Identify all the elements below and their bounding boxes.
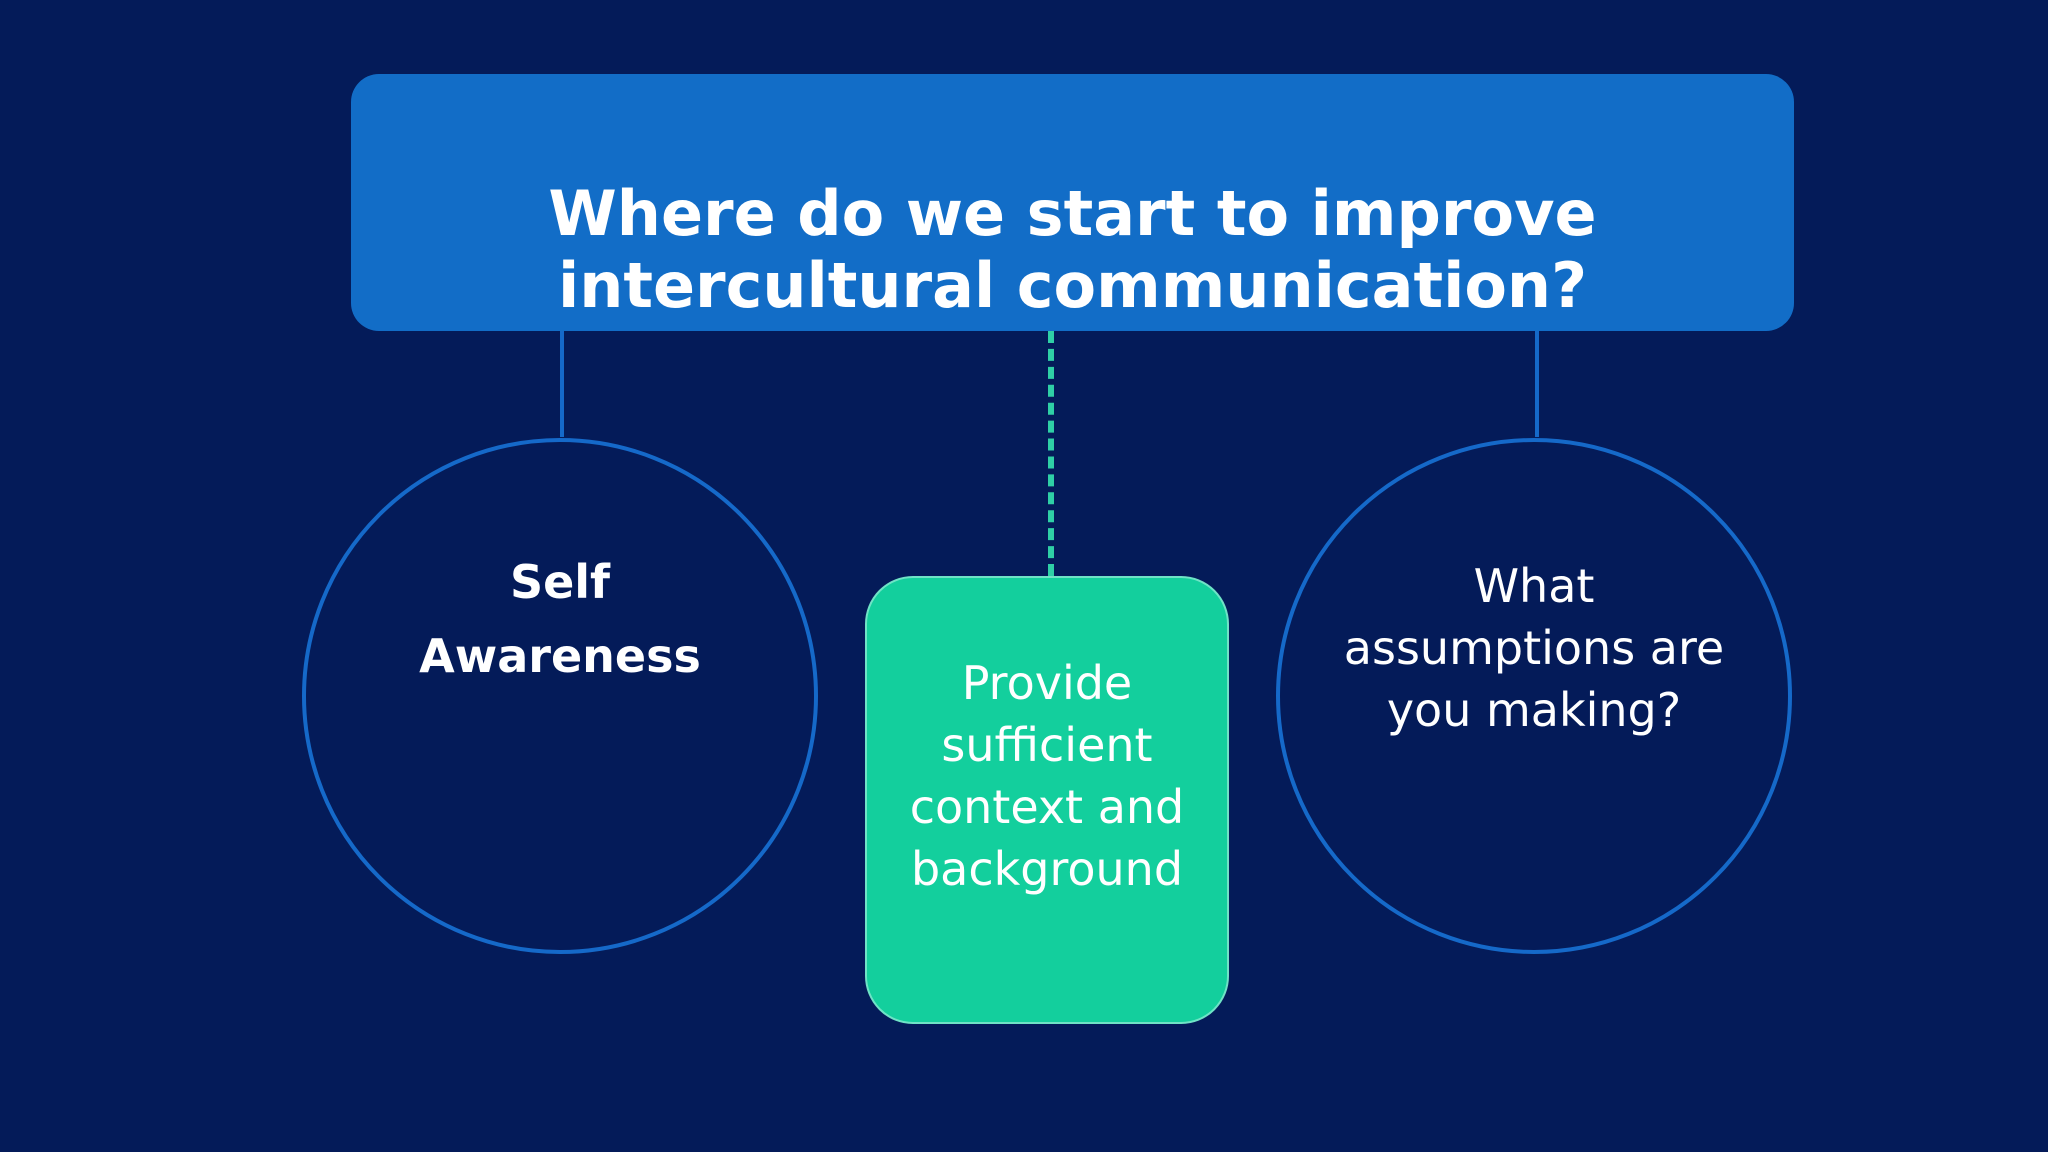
connector-left bbox=[560, 331, 564, 437]
node-assumptions-text: What assumptions are you making? bbox=[1280, 555, 1788, 741]
title-line-1: Where do we start to improve bbox=[548, 177, 1597, 250]
node-left-line-2: Awareness bbox=[419, 629, 701, 683]
node-assumptions: What assumptions are you making? bbox=[1276, 438, 1792, 954]
node-center-line-1: Provide bbox=[961, 656, 1133, 710]
node-provide-context-text: Provide sufficient context and backgroun… bbox=[867, 652, 1227, 900]
node-provide-context: Provide sufficient context and backgroun… bbox=[865, 576, 1229, 1024]
node-left-line-1: Self bbox=[509, 555, 611, 609]
title-box: Where do we start to improve intercultur… bbox=[351, 74, 1794, 331]
node-right-line-1: What bbox=[1473, 559, 1595, 613]
title-text: Where do we start to improve intercultur… bbox=[351, 178, 1794, 322]
node-center-line-3: context and bbox=[909, 780, 1185, 834]
title-line-2: intercultural communication? bbox=[557, 249, 1588, 322]
node-right-line-3: you making? bbox=[1386, 683, 1682, 737]
node-self-awareness: Self Awareness bbox=[302, 438, 818, 954]
node-self-awareness-text: Self Awareness bbox=[306, 545, 814, 693]
connector-center-dashed bbox=[1048, 331, 1054, 576]
node-center-line-4: background bbox=[910, 842, 1184, 896]
node-center-line-2: sufficient bbox=[941, 718, 1153, 772]
node-right-line-2: assumptions are bbox=[1343, 621, 1725, 675]
connector-right bbox=[1535, 331, 1539, 437]
